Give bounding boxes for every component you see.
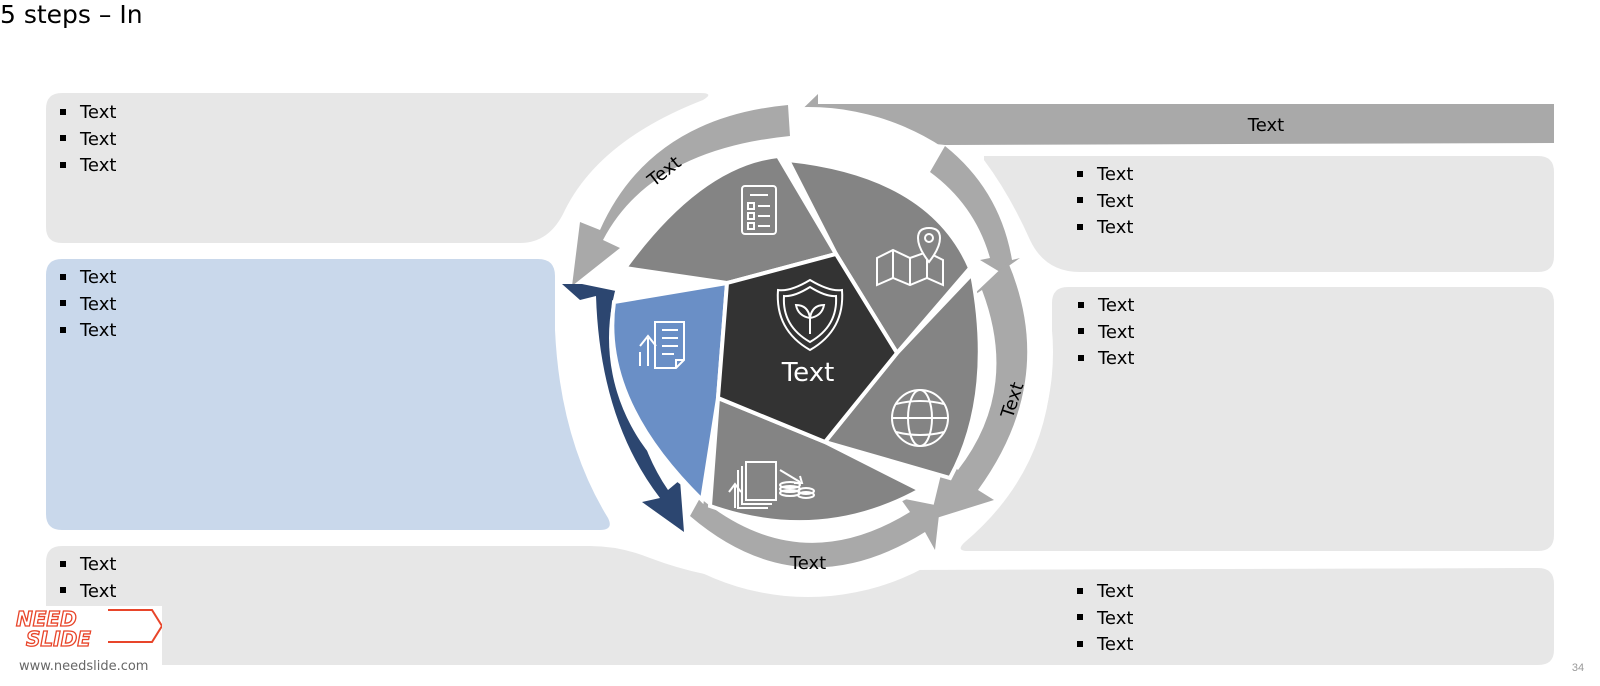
- slide-title: 5 steps – In: [0, 0, 143, 29]
- list-item: Text: [56, 265, 116, 292]
- shield-leaf-icon: [776, 278, 844, 352]
- list-item: Text: [56, 127, 116, 154]
- panel-bottom-left: [46, 546, 1554, 665]
- arrow-label-top: Text: [1247, 115, 1284, 136]
- list-item: Text: [56, 552, 116, 579]
- list-item: Text: [56, 153, 116, 180]
- panel-top-left: [46, 93, 709, 243]
- upload-document-icon: [639, 321, 685, 369]
- map-pin-icon: [876, 226, 944, 287]
- segment-documents-money: [707, 395, 925, 525]
- list-top-right: Text Text Text: [1073, 162, 1133, 242]
- list-item: Text: [1073, 606, 1133, 633]
- list-mid-left: Text Text Text: [56, 265, 116, 345]
- logo-url: www.needslide.com: [19, 659, 149, 674]
- list-item: Text: [1074, 320, 1134, 347]
- list-item: Text: [1073, 632, 1133, 659]
- list-item: Text: [1073, 189, 1133, 216]
- list-item: Text: [56, 579, 116, 606]
- globe-icon: [891, 389, 949, 447]
- list-item: Text: [1074, 346, 1134, 373]
- list-item: Text: [1073, 579, 1133, 606]
- logo-text-need: NEED: [16, 607, 77, 631]
- list-item: Text: [1073, 162, 1133, 189]
- segment-globe: [821, 269, 982, 481]
- list-item: Text: [56, 292, 116, 319]
- list-item: Text: [56, 318, 116, 345]
- documents-coins-icon: [728, 461, 815, 509]
- list-item: Text: [56, 100, 116, 127]
- arrow-upper-left: [572, 105, 790, 286]
- panel-top-right: [984, 156, 1554, 272]
- list-item: Text: [1073, 215, 1133, 242]
- center-label: Text: [781, 358, 835, 388]
- logo-text-slide: SLIDE: [26, 627, 91, 651]
- page-number: 34: [1571, 662, 1585, 674]
- arrow-bottom: [690, 498, 940, 568]
- panel-mid-left: [46, 259, 610, 530]
- arrow-top-banner: [788, 94, 1554, 152]
- list-top-left: Text Text Text: [56, 100, 116, 180]
- segment-checklist: [621, 153, 840, 286]
- arrow-label-bottom: Text: [789, 553, 826, 574]
- list-bottom-left: Text Text: [56, 552, 116, 605]
- list-mid-right: Text Text Text: [1074, 293, 1134, 373]
- list-bottom-right: Text Text Text: [1073, 579, 1133, 659]
- needslide-logo-icon: NEED SLIDE: [15, 606, 164, 652]
- arrow-right: [930, 262, 1028, 520]
- arrow-right-upper: [930, 146, 1020, 272]
- list-item: Text: [1074, 293, 1134, 320]
- checklist-icon: [741, 185, 777, 235]
- brand-logo: NEED SLIDE: [12, 606, 164, 678]
- segment-upload-list: [610, 280, 730, 505]
